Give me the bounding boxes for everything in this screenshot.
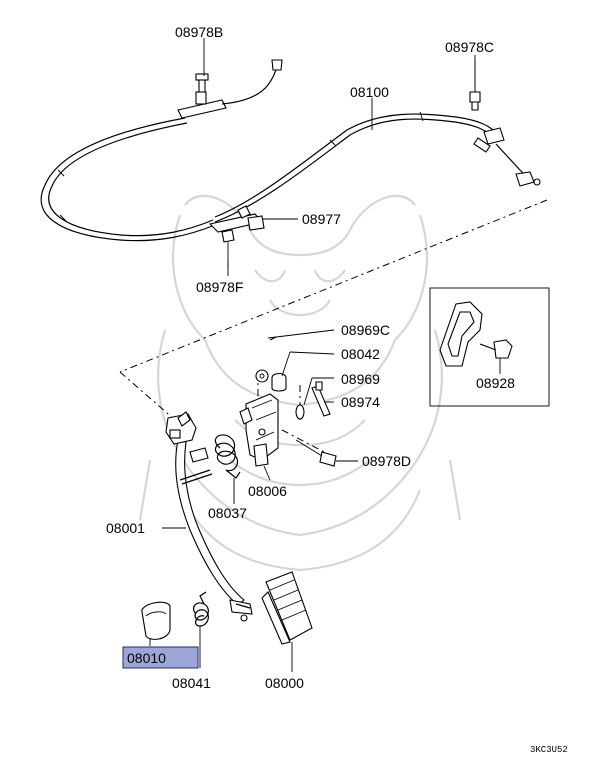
label-08978D[interactable]: 08978D — [362, 453, 411, 469]
label-08978C[interactable]: 08978C — [445, 39, 494, 55]
pedal-pad-08000 — [261, 571, 313, 645]
inset-box-08928 — [429, 287, 550, 407]
label-08969[interactable]: 08969 — [341, 371, 380, 387]
spring-08041 — [192, 591, 209, 627]
pad-cover-08010 — [141, 601, 171, 640]
label-08978B[interactable]: 08978B — [175, 24, 223, 40]
label-08006[interactable]: 08006 — [248, 483, 287, 499]
label-08978F[interactable]: 08978F — [196, 279, 243, 295]
bracket-08006 — [239, 393, 279, 467]
small-parts — [255, 369, 337, 467]
diagram-code: 3KC3U52 — [530, 745, 568, 755]
label-08969C[interactable]: 08969C — [341, 322, 390, 338]
label-08042[interactable]: 08042 — [341, 346, 380, 362]
spring-08037 — [214, 434, 241, 479]
label-08928[interactable]: 08928 — [476, 375, 515, 391]
label-08100[interactable]: 08100 — [350, 84, 389, 100]
label-08001[interactable]: 08001 — [106, 520, 145, 536]
label-08974[interactable]: 08974 — [341, 394, 380, 410]
label-08037[interactable]: 08037 — [208, 505, 247, 521]
label-08010[interactable]: 08010 — [127, 650, 166, 666]
cable-assembly — [40, 59, 541, 268]
label-08000[interactable]: 08000 — [265, 675, 304, 691]
label-08010-highlight — [122, 646, 199, 669]
label-08041[interactable]: 08041 — [172, 675, 211, 691]
pedal-assembly — [165, 411, 253, 622]
label-08977[interactable]: 08977 — [302, 211, 341, 227]
leader-lines — [149, 38, 501, 672]
